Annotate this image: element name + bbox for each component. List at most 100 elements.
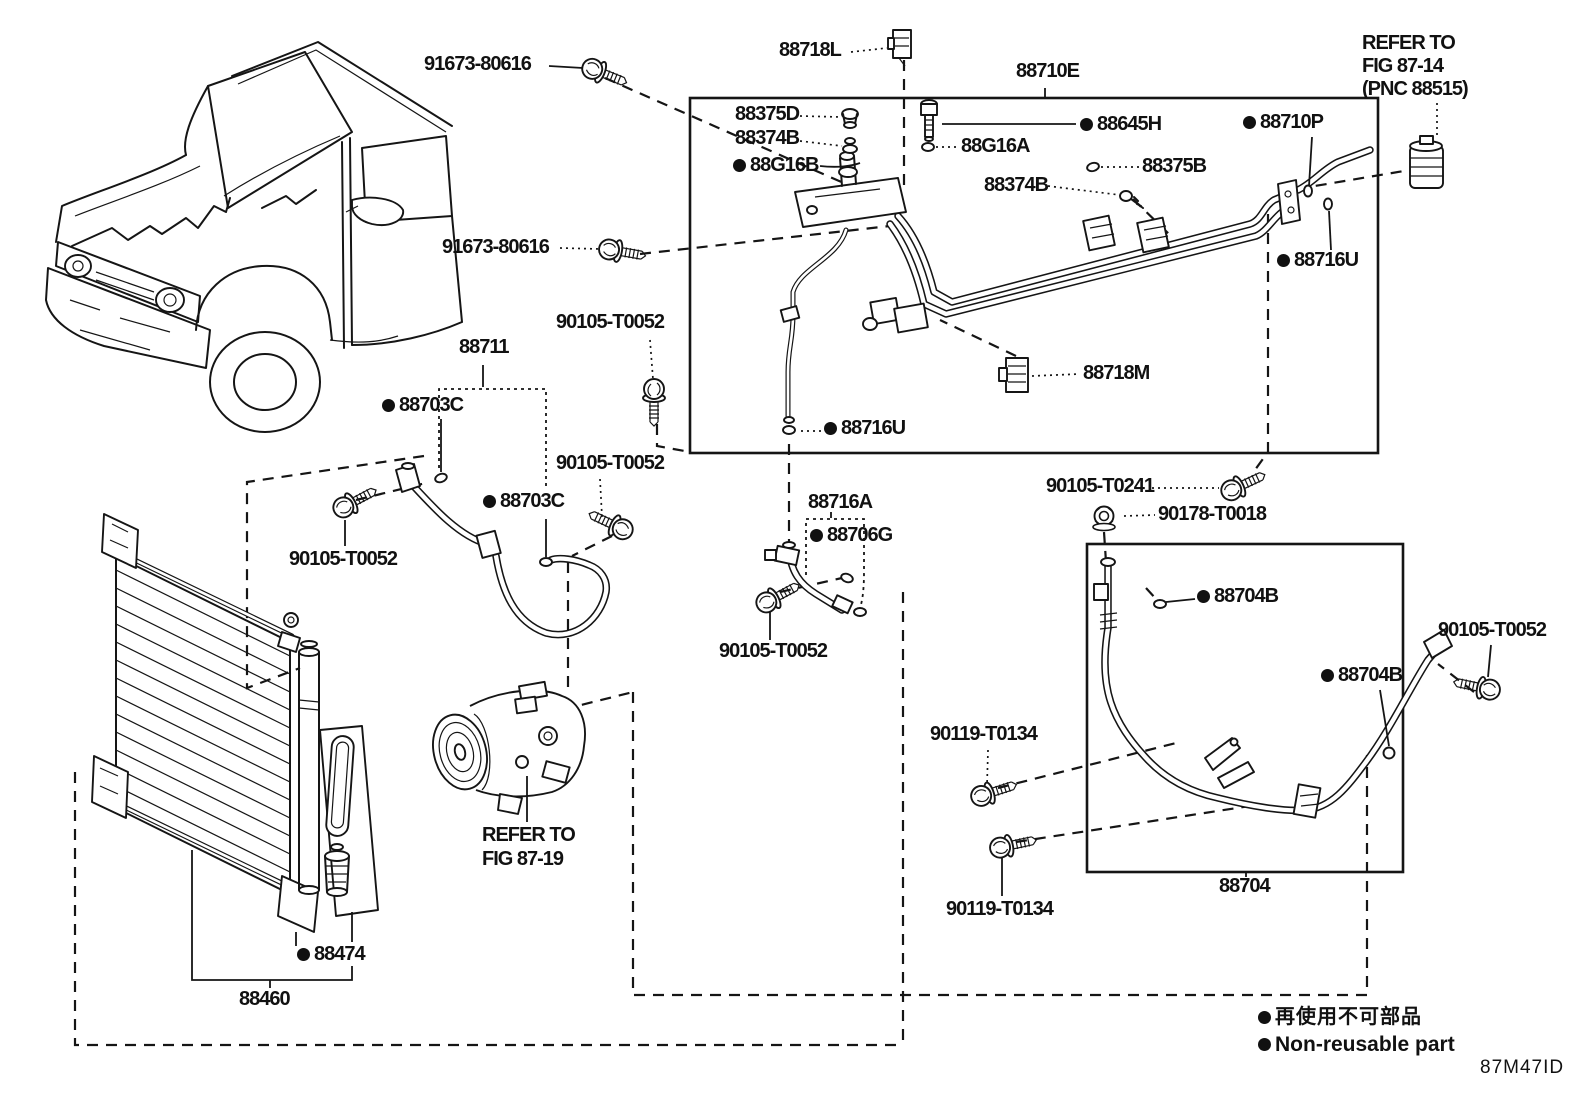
pn-90105-T0052-b-text: 90105-T0052 <box>556 452 665 474</box>
pn-88716U-a-text: 88716U <box>841 417 906 439</box>
pn-88474-text: 88474 <box>314 943 366 965</box>
pn-90105-T0052-c[interactable]: 90105-T0052 <box>289 549 398 569</box>
pn-88716U-a[interactable]: 88716U <box>824 417 906 439</box>
pn-88375B-text: 88375B <box>1142 155 1207 177</box>
bolt-90119-T0134-b <box>987 828 1040 862</box>
pn-90119-T0134-b[interactable]: 90119-T0134 <box>946 898 1054 920</box>
pn-88718L-text: 88718L <box>779 39 842 61</box>
pn-90105-T0052-e[interactable]: 90105-T0052 <box>1438 619 1547 641</box>
pn-88375D-text: 88375D <box>735 103 800 125</box>
condenser-88460 <box>91 513 355 946</box>
non-reusable-dot <box>1321 668 1334 682</box>
legend-en-text: Non-reusable part <box>1275 1033 1455 1056</box>
bolt-90105-T0241 <box>1216 463 1271 506</box>
pn-88704-text: 88704 <box>1219 875 1271 897</box>
non-reusable-dot <box>1080 117 1093 131</box>
pn-88718L[interactable]: 88718L <box>779 39 842 61</box>
non-reusable-dot <box>483 494 496 508</box>
pn-90105-T0052-a[interactable]: 90105-T0052 <box>556 312 665 332</box>
pn-88G16B[interactable]: 88G16B <box>733 155 819 175</box>
pn-91673-80616-a-text: 91673-80616 <box>424 53 532 75</box>
note-fig8714-line1-text: REFER TO <box>1362 32 1456 54</box>
pn-88375B[interactable]: 88375B <box>1142 155 1207 177</box>
pn-88474[interactable]: 88474 <box>297 943 366 965</box>
non-reusable-dot <box>297 947 310 961</box>
pn-91673-80616-b[interactable]: 91673-80616 <box>442 237 550 257</box>
pn-90105-T0241-text: 90105-T0241 <box>1046 475 1155 497</box>
note-fig8719-line1-text: REFER TO <box>482 824 576 846</box>
non-reusable-dot <box>382 398 395 412</box>
note-fig8714-line1: REFER TO <box>1362 32 1456 54</box>
leader-lines <box>191 47 1492 988</box>
assembly-box-88710E <box>688 96 1380 455</box>
note-fig8714-line2: FIG 87-14 <box>1362 55 1444 77</box>
pn-88710P-text: 88710P <box>1260 111 1324 133</box>
bolt-90119-T0134-a <box>967 773 1021 811</box>
pn-90105-T0052-d[interactable]: 90105-T0052 <box>719 640 828 662</box>
pn-90105-T0052-b[interactable]: 90105-T0052 <box>556 452 665 474</box>
legend-jp: 再使用不可部品 <box>1258 1007 1422 1027</box>
pn-88711[interactable]: 88711 <box>459 336 510 358</box>
note-fig8714-line3-text: (PNC 88515) <box>1362 78 1469 100</box>
dashed-routing-lines <box>73 60 1475 1047</box>
pn-90178-T0018-text: 90178-T0018 <box>1158 503 1267 525</box>
pn-88G16B-text: 88G16B <box>750 154 819 176</box>
note-fig8714-line2-text: FIG 87-14 <box>1362 55 1444 77</box>
non-reusable-dot <box>1197 589 1210 603</box>
pn-88G16A-text: 88G16A <box>961 135 1030 157</box>
pn-88374B-b[interactable]: 88374B <box>984 175 1049 195</box>
pn-91673-80616-a[interactable]: 91673-80616 <box>424 53 532 75</box>
pn-88706G-text: 88706G <box>827 524 893 546</box>
note-fig8719-line2: FIG 87-19 <box>482 848 564 870</box>
nut-90178-T0018 <box>1092 505 1116 532</box>
vehicle-front-sketch <box>45 41 463 433</box>
pn-88716A-text: 88716A <box>808 491 873 513</box>
pn-88645H-text: 88645H <box>1097 113 1162 135</box>
pn-88374B-a-text: 88374B <box>735 127 800 149</box>
pn-88704B-a[interactable]: 88704B <box>1197 585 1279 607</box>
bolt-90105-T0052-c <box>328 479 383 523</box>
pn-88716U-b[interactable]: 88716U <box>1277 250 1359 270</box>
pn-88718M[interactable]: 88718M <box>1083 362 1150 384</box>
non-reusable-dot <box>824 421 837 435</box>
pn-88374B-a[interactable]: 88374B <box>735 127 800 149</box>
pn-88645H[interactable]: 88645H <box>1080 113 1162 135</box>
pn-88703C-b-text: 88703C <box>500 490 565 512</box>
pn-88718M-text: 88718M <box>1083 362 1150 384</box>
pn-88460[interactable]: 88460 <box>239 988 291 1010</box>
pn-88704B-a-text: 88704B <box>1214 585 1279 607</box>
pn-90178-T0018[interactable]: 90178-T0018 <box>1158 503 1267 525</box>
pn-88716A[interactable]: 88716A <box>808 491 873 513</box>
pn-88710E-text: 88710E <box>1016 60 1080 82</box>
o-rings <box>433 142 1396 760</box>
note-fig8719-line2-text: FIG 87-19 <box>482 848 564 870</box>
pn-88703C-a[interactable]: 88703C <box>382 394 464 416</box>
pn-88710P[interactable]: 88710P <box>1243 111 1324 133</box>
non-reusable-dot <box>1258 1038 1271 1051</box>
compressor-sketch <box>432 680 586 815</box>
pn-90119-T0134-a[interactable]: 90119-T0134 <box>930 723 1038 745</box>
pn-90105-T0052-e-text: 90105-T0052 <box>1438 619 1547 641</box>
non-reusable-dot <box>810 528 823 542</box>
pn-88704B-b[interactable]: 88704B <box>1321 665 1403 685</box>
pn-88460-text: 88460 <box>239 988 291 1010</box>
pn-90105-T0052-d-text: 90105-T0052 <box>719 640 828 662</box>
bolt-90105-T0052-a <box>642 378 666 427</box>
non-reusable-dot <box>1277 253 1290 267</box>
pn-90105-T0241[interactable]: 90105-T0241 <box>1046 475 1155 497</box>
pn-88710E[interactable]: 88710E <box>1016 60 1080 82</box>
pn-90119-T0134-b-text: 90119-T0134 <box>946 898 1054 920</box>
pn-90119-T0134-a-text: 90119-T0134 <box>930 723 1038 745</box>
pn-88704[interactable]: 88704 <box>1219 875 1271 897</box>
pn-88G16A[interactable]: 88G16A <box>961 136 1030 156</box>
pn-88375D[interactable]: 88375D <box>735 103 800 125</box>
pn-88703C-b[interactable]: 88703C <box>483 490 565 512</box>
pn-88703C-a-text: 88703C <box>399 394 464 416</box>
note-fig8714-line3: (PNC 88515) <box>1362 78 1469 100</box>
pn-88711-text: 88711 <box>459 336 510 358</box>
assembly-box-88706G <box>805 518 865 609</box>
bolt-91673-80616-a <box>577 53 632 94</box>
pn-88706G[interactable]: 88706G <box>810 524 893 546</box>
